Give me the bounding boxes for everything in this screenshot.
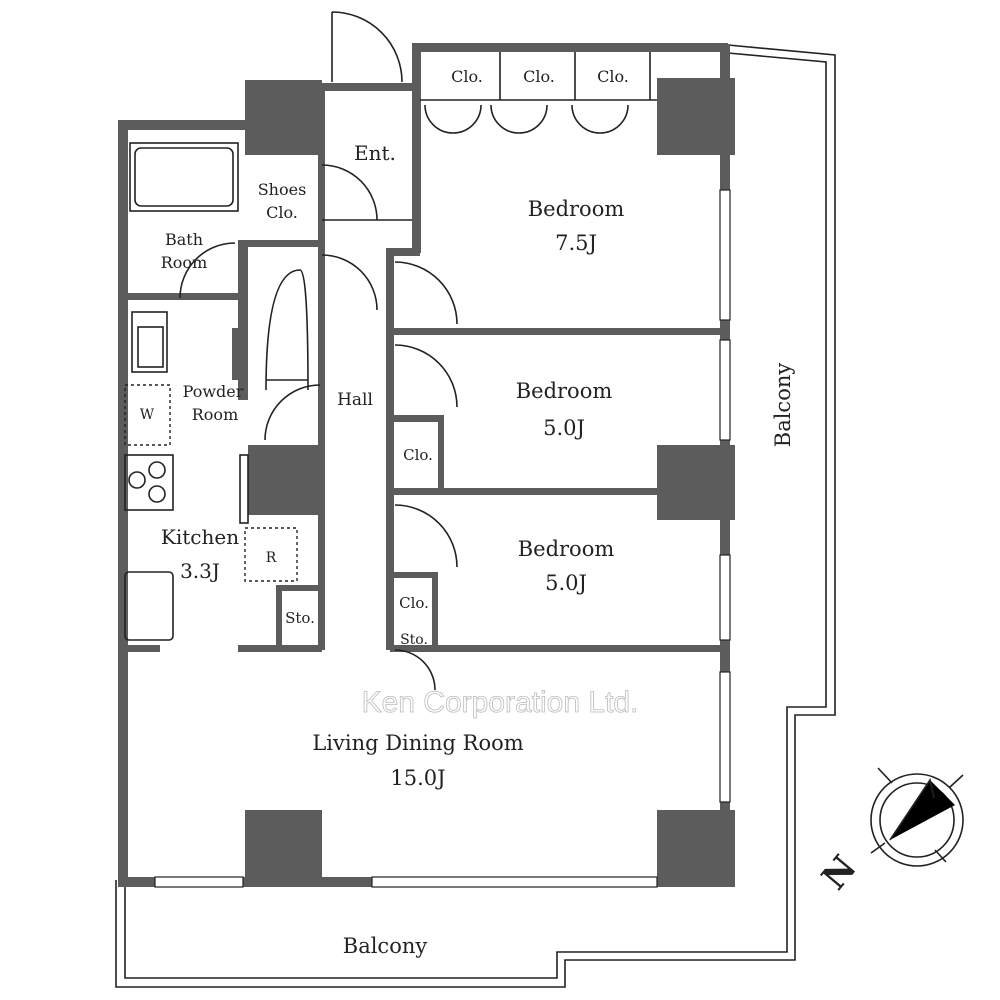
label-entrance: Ent. (354, 141, 396, 165)
walls (118, 43, 735, 887)
balcony-outline (115, 44, 836, 988)
label-closet-c: Clo. (597, 67, 629, 86)
label-bedroom-1: Bedroom (528, 197, 625, 221)
label-kitchen-size: 3.3J (180, 559, 220, 583)
label-living: Living Dining Room (312, 731, 523, 755)
label-washer: W (140, 407, 155, 423)
label-shoes-closet: Shoes (258, 180, 307, 199)
label-powder: Powder (183, 382, 244, 401)
label-hall: Hall (337, 390, 373, 410)
label-fridge: R (266, 550, 277, 566)
compass-icon: N (814, 767, 964, 898)
label-bedroom-2: Bedroom (516, 379, 613, 403)
label-bedroom-1-size: 7.5J (555, 231, 597, 255)
label-closet-bed2: Clo. (403, 446, 433, 464)
watermark: Ken Corporation Ltd. (362, 686, 639, 719)
compass-north-label: N (814, 848, 865, 898)
label-shoes-closet-2: Clo. (266, 203, 298, 222)
label-balcony-east: Balcony (771, 363, 795, 448)
label-bedroom-3-size: 5.0J (545, 571, 587, 595)
label-closet-bed3: Clo. (399, 594, 429, 612)
label-bath-2: Room (161, 253, 207, 272)
label-living-size: 15.0J (390, 766, 445, 790)
label-kitchen: Kitchen (161, 525, 239, 549)
label-closet-b: Clo. (523, 67, 555, 86)
label-bedroom-3: Bedroom (518, 537, 615, 561)
fixtures (124, 11, 657, 691)
label-bath: Bath (165, 230, 203, 249)
label-balcony-south: Balcony (343, 934, 428, 958)
label-powder-2: Room (192, 405, 238, 424)
label-bedroom-2-size: 5.0J (543, 416, 585, 440)
windows (154, 189, 731, 888)
label-storage-bed3: Sto. (400, 632, 428, 648)
label-closet-a: Clo. (451, 67, 483, 86)
label-storage-kitchen: Sto. (285, 609, 315, 627)
